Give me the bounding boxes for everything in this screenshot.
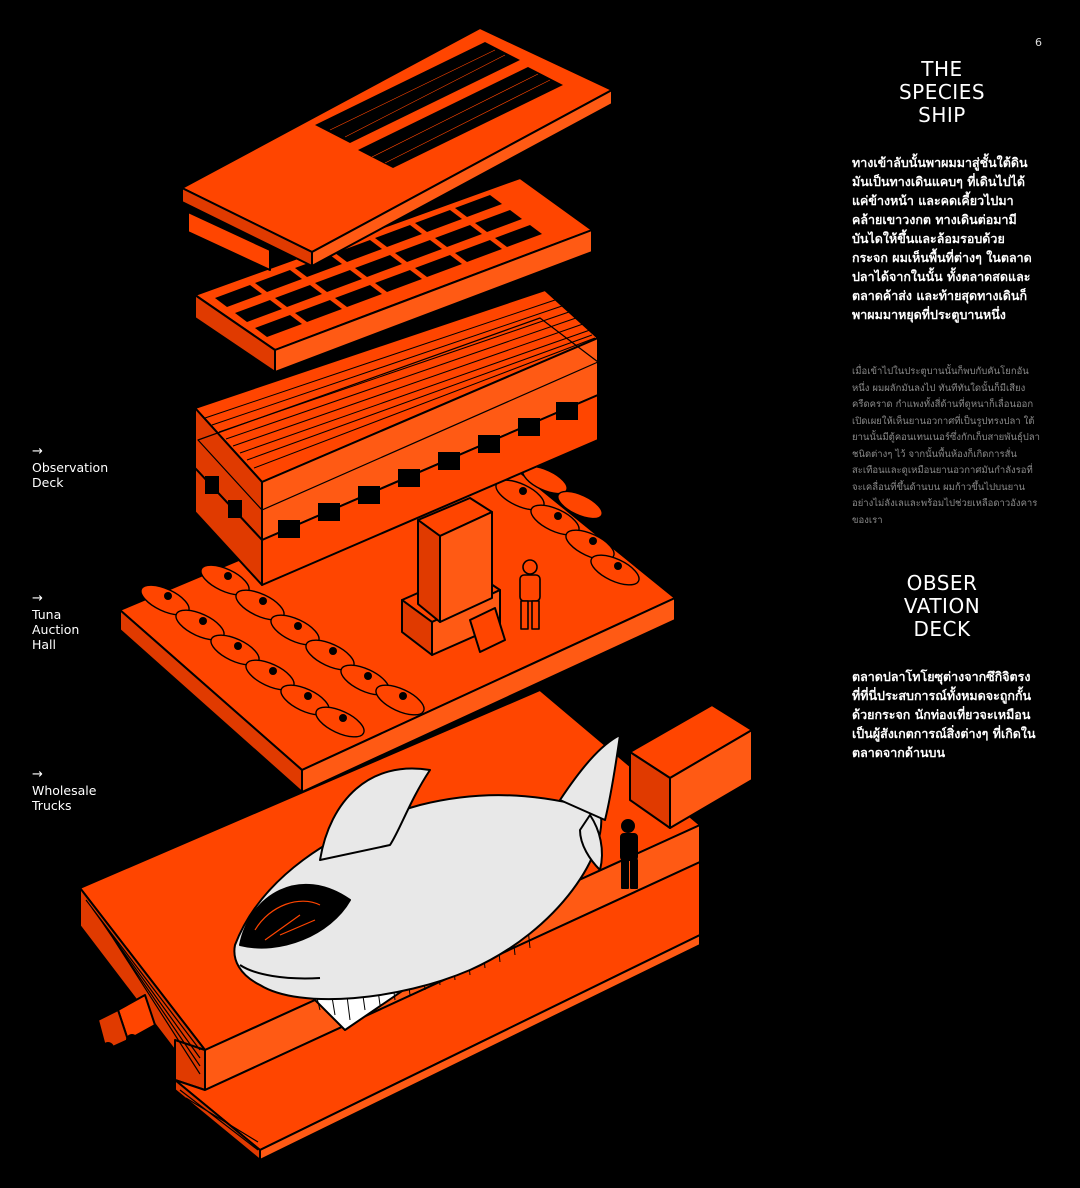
title-line: DECK bbox=[913, 617, 971, 641]
roof-truss bbox=[194, 177, 593, 373]
tuna-auction-platform bbox=[119, 451, 676, 793]
arrow-right-icon: → bbox=[32, 767, 43, 782]
label-line: Observation bbox=[32, 460, 109, 475]
worker-icon bbox=[620, 819, 638, 889]
observation-deck-building bbox=[194, 289, 599, 586]
arrow-right-icon: → bbox=[32, 444, 43, 459]
elevator-core bbox=[401, 497, 506, 656]
title-line: VATION bbox=[903, 594, 981, 618]
label-line: Wholesale bbox=[32, 783, 97, 798]
tuna-fish-icon bbox=[140, 465, 640, 738]
title-line: SHIP bbox=[918, 103, 966, 127]
title-line: OBSER bbox=[906, 571, 978, 595]
species-ship-light-text: เมื่อเข้าไปในประตูบานนั้นก็พบกับคันโยกอั… bbox=[852, 366, 1040, 526]
species-ship-bold-text: ทางเข้าลับนั้นพาผมมาสู่ชั้นใต้ดิน มันเป็… bbox=[852, 155, 1032, 322]
fish-ship-icon bbox=[233, 734, 621, 1031]
title-line: THE bbox=[921, 57, 963, 81]
worker-icon bbox=[519, 559, 541, 630]
label-line: Trucks bbox=[32, 798, 72, 813]
label-observation-deck: → Observation Deck bbox=[32, 444, 108, 490]
label-line: Deck bbox=[32, 475, 64, 490]
title-line: SPECIES bbox=[898, 80, 986, 104]
label-line: Hall bbox=[32, 637, 57, 652]
page-number: 6 bbox=[1035, 36, 1042, 49]
label-tuna-auction-hall: → Tuna Auction Hall bbox=[32, 591, 79, 652]
exploded-axonometric-diagram bbox=[79, 27, 753, 1161]
species-ship-title: THE SPECIES SHIP bbox=[842, 58, 1042, 127]
observation-deck-title: OBSER VATION DECK bbox=[842, 572, 1042, 641]
label-line: Tuna bbox=[32, 607, 62, 622]
label-wholesale-trucks: → Wholesale Trucks bbox=[32, 767, 96, 813]
observation-deck-bold-text: ตลาดปลาโทโยซุต่างจากซึกิจิตรงที่ที่นี่ปร… bbox=[852, 669, 1036, 760]
arrow-right-icon: → bbox=[32, 591, 43, 606]
truck-icon bbox=[97, 994, 156, 1054]
tuna-fish-rows bbox=[140, 465, 640, 738]
top-roof bbox=[181, 27, 613, 271]
label-line: Auction bbox=[32, 622, 80, 637]
